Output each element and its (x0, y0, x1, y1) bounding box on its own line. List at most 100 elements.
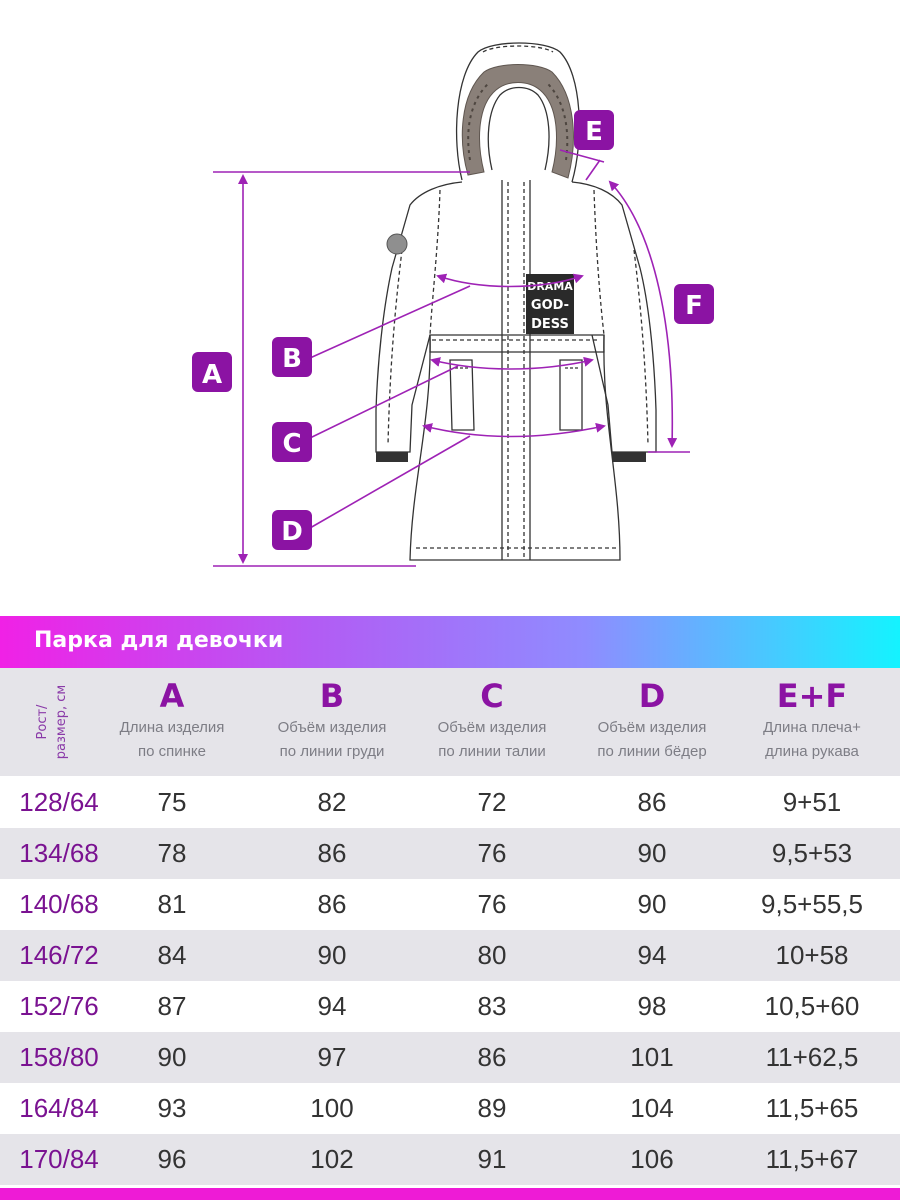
value-cell-b: 102 (310, 1144, 354, 1174)
label-f: F (674, 284, 714, 324)
column-desc-line-2: по спинке (138, 743, 206, 760)
value-cell-c: 91 (477, 1144, 507, 1174)
value-cell-a: 96 (157, 1144, 187, 1174)
rost-label-line-1: Рост/ (35, 704, 50, 740)
column-header-d: D Объём изделия по линии бёдер (572, 676, 732, 764)
parka-body (375, 180, 657, 561)
svg-text:B: B (282, 344, 302, 374)
value-cell-c: 76 (477, 889, 507, 919)
value-cell-ef: 10+58 (775, 940, 849, 970)
column-header-ef: E+F Длина плеча+ длина рукава (732, 676, 892, 764)
value-cell-b: 100 (310, 1093, 354, 1123)
column-desc-line-1: Длина изделия (119, 719, 225, 736)
label-a: A (192, 352, 232, 392)
size-cell: 152/76 (19, 991, 99, 1021)
value-cell-c: 83 (477, 991, 507, 1021)
table-row: 152/76 87 94 83 98 10,5+60 (0, 981, 900, 1032)
column-desc-line-1: Объём изделия (277, 719, 387, 736)
column-desc-line-1: Объём изделия (437, 719, 547, 736)
value-cell-d: 106 (630, 1144, 674, 1174)
column-letter: B (319, 677, 345, 715)
value-cell-c: 80 (477, 940, 507, 970)
column-letter: E+F (776, 677, 848, 715)
svg-text:C: C (282, 429, 301, 459)
column-desc-line-2: по линии бёдер (597, 743, 707, 760)
svg-text:D: D (281, 517, 303, 547)
svg-text:E: E (585, 117, 603, 147)
value-cell-ef: 11,5+67 (765, 1144, 859, 1174)
bottom-accent-bar (0, 1188, 900, 1200)
svg-text:A: A (202, 360, 222, 390)
value-cell-c: 86 (477, 1042, 507, 1072)
value-cell-a: 93 (157, 1093, 187, 1123)
rost-label-line-2: размер, см (54, 684, 69, 760)
column-letter: D (638, 677, 666, 715)
column-desc-line-2: по линии груди (279, 743, 385, 760)
value-cell-c: 72 (477, 787, 507, 817)
value-cell-d: 104 (630, 1093, 674, 1123)
value-cell-ef: 9,5+53 (771, 838, 853, 868)
table-row: 140/68 81 86 76 90 9,5+55,5 (0, 879, 900, 930)
column-desc-line-2: длина рукава (765, 743, 859, 760)
column-header-c: C Объём изделия по линии талии (412, 676, 572, 764)
value-cell-d: 98 (637, 991, 667, 1021)
value-cell-b: 86 (317, 889, 347, 919)
value-cell-c: 76 (477, 838, 507, 868)
table-header (0, 668, 900, 776)
value-cell-ef: 11,5+65 (765, 1093, 859, 1123)
value-cell-a: 75 (157, 787, 187, 817)
value-cell-ef: 10,5+60 (764, 991, 860, 1021)
patch-line-1: DRAMA (527, 280, 573, 293)
value-cell-ef: 9+51 (782, 787, 842, 817)
svg-text:F: F (685, 291, 703, 321)
value-cell-ef: 11+62,5 (765, 1042, 859, 1072)
value-cell-a: 84 (157, 940, 187, 970)
value-cell-ef: 9,5+55,5 (761, 889, 863, 919)
patch-line-2: GOD- (531, 298, 569, 313)
value-cell-a: 78 (157, 838, 187, 868)
value-cell-b: 94 (317, 991, 347, 1021)
page-title: Парка для девочки (34, 628, 284, 653)
table-row: 128/64 75 82 72 86 9+51 (0, 777, 900, 828)
size-column-header: Рост/ размер, см (24, 672, 80, 772)
label-e: E (574, 110, 614, 150)
value-cell-a: 81 (157, 889, 187, 919)
column-header-b: B Объём изделия по линии груди (252, 676, 412, 764)
size-cell: 146/72 (19, 940, 99, 970)
label-d: D (272, 510, 312, 550)
column-desc-line-1: Длина плеча+ (763, 719, 861, 736)
column-desc-line-1: Объём изделия (597, 719, 707, 736)
column-desc-line-2: по линии талии (438, 743, 546, 760)
size-cell: 158/80 (19, 1042, 99, 1072)
table-row: 164/84 93 100 89 104 11,5+65 (0, 1083, 900, 1134)
sleeve-badge (386, 233, 408, 255)
column-letter: A (159, 677, 185, 715)
fur-trim (461, 64, 574, 179)
value-cell-d: 86 (637, 787, 667, 817)
column-letter: C (480, 677, 504, 715)
parka-measurement-diagram: DRAMA GOD- DESS A B C D E (192, 42, 714, 567)
value-cell-b: 90 (317, 940, 347, 970)
value-cell-a: 87 (157, 991, 187, 1021)
value-cell-d: 90 (637, 838, 667, 868)
value-cell-d: 101 (630, 1042, 674, 1072)
value-cell-b: 82 (317, 787, 347, 817)
value-cell-a: 90 (157, 1042, 187, 1072)
value-cell-c: 89 (477, 1093, 507, 1123)
cuffs (376, 452, 646, 462)
value-cell-b: 86 (317, 838, 347, 868)
label-c: C (272, 422, 312, 462)
table-row: 170/84 96 102 91 106 11,5+67 (0, 1134, 900, 1185)
value-cell-d: 94 (637, 940, 667, 970)
value-cell-b: 97 (317, 1042, 347, 1072)
size-cell: 164/84 (19, 1093, 99, 1123)
title-bar: Парка для девочки (0, 616, 900, 668)
label-b: B (272, 337, 312, 377)
measurement-lines (213, 149, 690, 567)
column-header-a: A Длина изделия по спинке (92, 676, 252, 764)
value-cell-d: 90 (637, 889, 667, 919)
table-row: 134/68 78 86 76 90 9,5+53 (0, 828, 900, 879)
size-cell: 140/68 (19, 889, 99, 919)
table-row: 146/72 84 90 80 94 10+58 (0, 930, 900, 981)
size-cell: 170/84 (19, 1144, 99, 1174)
